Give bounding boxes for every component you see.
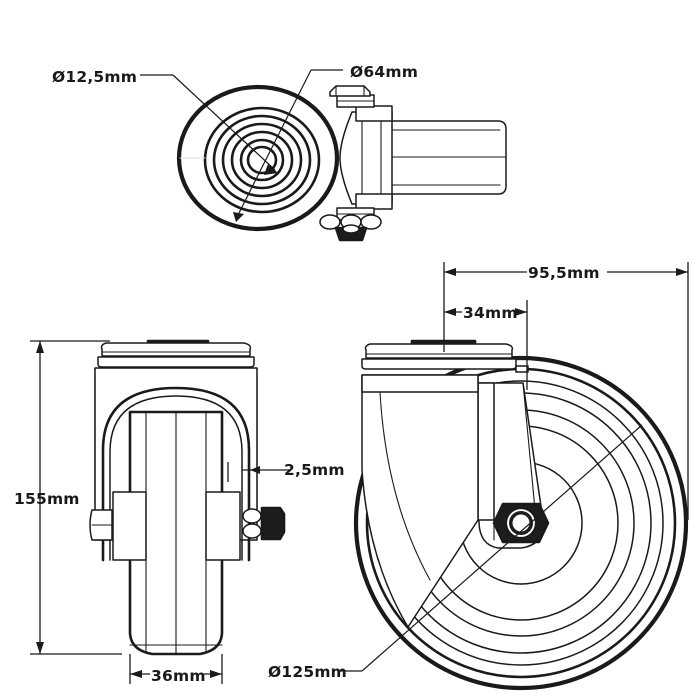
dim-wheel-width xyxy=(129,654,223,684)
dim-wheel-diameter-label: Ø125mm xyxy=(268,663,347,681)
top-view-upper-flange xyxy=(336,94,393,122)
dim-tread-thickness-label: 2,5mm xyxy=(284,461,345,479)
front-view-top-plate xyxy=(97,339,255,368)
top-view-lock-nut xyxy=(319,214,382,242)
leader-wheel-diameter xyxy=(339,424,643,672)
top-view: Ø12,5mm Ø64mm xyxy=(52,63,507,242)
side-view: 95,5mm 34mm Ø125mm xyxy=(268,261,689,691)
leader-swivel-head xyxy=(233,69,343,222)
front-view-wheel-arch xyxy=(101,386,251,562)
top-view-tread-ring-5 xyxy=(239,138,285,182)
leader-bolt-hole xyxy=(140,74,278,175)
front-view-axle-plates xyxy=(112,491,241,561)
dim-plate-offset-label: 34mm xyxy=(463,304,518,322)
dim-plate-length xyxy=(443,261,689,520)
dim-plate-length-label: 95,5mm xyxy=(528,264,600,282)
top-view-stem xyxy=(384,120,507,195)
side-view-fork-plate xyxy=(477,382,495,521)
dim-tread-thickness xyxy=(227,462,290,482)
side-view-gusset xyxy=(361,374,479,628)
dim-plate-offset xyxy=(444,300,528,390)
dim-swivel-head-label: Ø64mm xyxy=(350,63,418,81)
side-view-axle-nut xyxy=(492,502,550,544)
top-view-tread-ring-4 xyxy=(230,130,294,190)
side-view-top-plate xyxy=(361,339,529,373)
dim-wheel-width-label: 36mm xyxy=(151,667,206,685)
dim-bolt-hole-label: Ø12,5mm xyxy=(52,68,137,86)
front-view: 155mm 2,5mm 36mm xyxy=(14,339,345,685)
dim-overall-height-label: 155mm xyxy=(14,490,80,508)
front-view-axle-nut-right xyxy=(242,506,286,541)
top-view-tread-ring-1 xyxy=(203,106,321,214)
top-view-tread-ring-3 xyxy=(221,122,303,198)
top-view-hex-bolt-upper xyxy=(329,85,371,97)
dim-overall-height xyxy=(30,340,122,655)
top-view-swivel-head xyxy=(339,111,393,205)
front-view-axle-nut-left xyxy=(89,509,113,541)
top-view-tread-ring-2 xyxy=(212,114,312,206)
front-view-wheel xyxy=(128,410,224,656)
